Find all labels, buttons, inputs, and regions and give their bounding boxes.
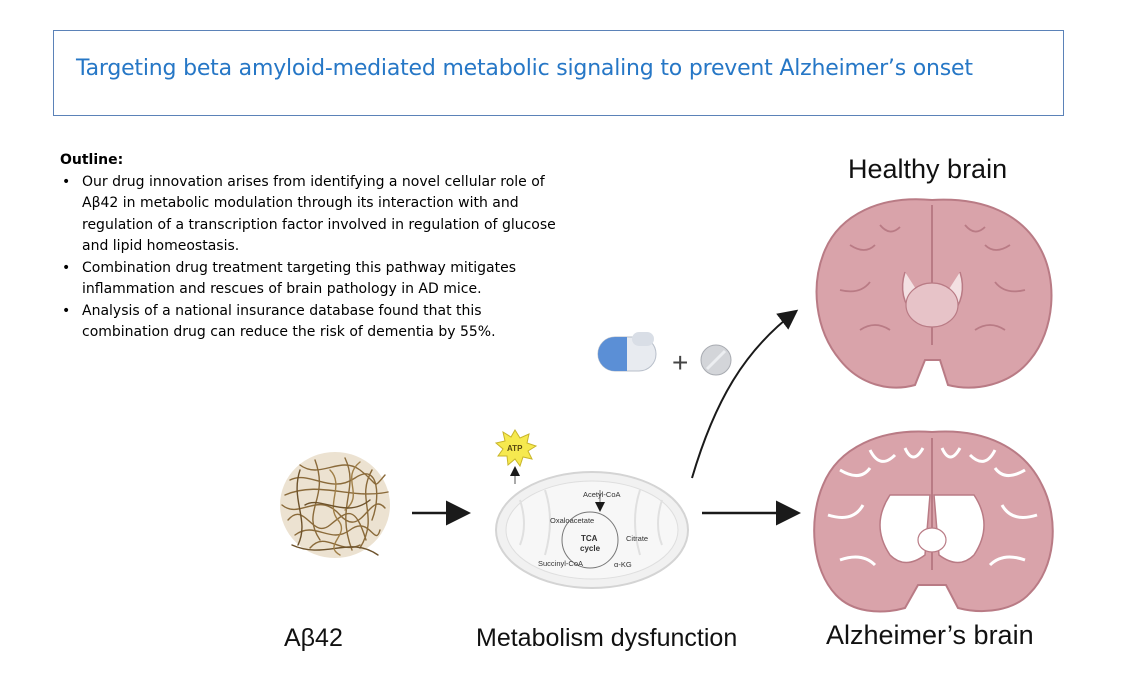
mito-oxaloacetate: Oxaloacetate: [550, 516, 594, 525]
outline-heading: Outline:: [60, 152, 124, 168]
pill-tablet-icon: [700, 344, 732, 376]
mito-succinyl-coa: Succinyl-CoA: [538, 559, 583, 568]
healthy-brain-label: Healthy brain: [848, 154, 1008, 184]
bullet-item: Analysis of a national insurance databas…: [60, 301, 560, 344]
page-title: Targeting beta amyloid-mediated metaboli…: [76, 56, 973, 81]
mito-tca: TCA: [581, 534, 598, 543]
healthy-brain-image: [815, 198, 1053, 389]
abeta42-label: Aβ42: [284, 624, 343, 652]
mitochondrion: Acetyl-CoA Oxaloacetate Citrate TCA cycl…: [495, 471, 689, 589]
bullet-item: Combination drug treatment targeting thi…: [60, 258, 560, 301]
mito-akg: α-KG: [614, 560, 632, 569]
atp-label: ATP: [507, 444, 523, 453]
plus-sign: +: [672, 347, 688, 378]
atp-burst-icon: ATP: [494, 429, 538, 484]
outline-bullets: Our drug innovation arises from identify…: [60, 172, 560, 344]
alzheimers-brain-label: Alzheimer’s brain: [826, 620, 1034, 650]
title-box: Targeting beta amyloid-mediated metaboli…: [53, 30, 1064, 116]
abeta-fibril-tangle: [280, 452, 390, 558]
pill-capsule-icon: [597, 332, 657, 372]
outline-section: Outline: Our drug innovation arises from…: [60, 150, 560, 344]
mito-cycle: cycle: [580, 544, 601, 553]
metabolism-dysfunction-label: Metabolism dysfunction: [476, 624, 738, 652]
mito-acetyl-coa: Acetyl-CoA: [583, 490, 621, 499]
arrow-to-healthy-brain: [691, 309, 799, 479]
bullet-item: Our drug innovation arises from identify…: [60, 172, 560, 258]
alzheimers-brain-image: [813, 430, 1054, 613]
mito-citrate: Citrate: [626, 534, 648, 543]
